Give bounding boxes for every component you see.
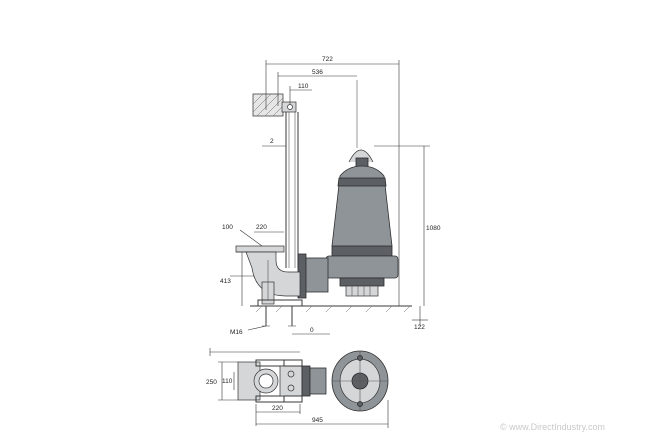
dim-2: 2 <box>270 138 274 145</box>
dimension-lines-right <box>374 145 430 326</box>
dim-536: 536 <box>312 69 323 76</box>
dimension-lines-top <box>262 60 400 306</box>
dim-110-plan: 110 <box>222 378 233 385</box>
plan-base-plate <box>237 359 327 403</box>
plan-view: 250 110 220 945 <box>206 348 389 428</box>
dim-220-side: 220 <box>256 224 267 231</box>
dim-413: 413 <box>220 278 231 285</box>
wall-bracket <box>252 93 297 117</box>
dim-1080: 1080 <box>426 225 441 232</box>
label-m16: M16 <box>230 329 243 336</box>
duckfoot-elbow <box>235 245 303 307</box>
dim-220-plan: 220 <box>272 405 283 412</box>
watermark: © www.DirectIndustry.com <box>500 422 605 432</box>
dim-122: 122 <box>414 324 425 331</box>
plan-pump <box>331 350 389 412</box>
side-elevation: 722 536 110 2 100 220 413 1080 122 M16 <box>220 56 441 336</box>
pump-body <box>297 149 399 299</box>
dimension-lines-left <box>230 229 284 306</box>
dim-0: 0 <box>310 327 314 334</box>
plan-dimension-lines <box>209 348 389 428</box>
dim-110-top: 110 <box>298 83 309 90</box>
dim-945: 945 <box>312 417 323 424</box>
dimension-lines-bottom <box>247 325 330 335</box>
floor-line <box>250 305 412 313</box>
guide-rails <box>285 112 299 268</box>
dim-250: 250 <box>206 379 217 386</box>
dim-100: 100 <box>222 224 233 231</box>
anchor-bolts <box>262 306 296 327</box>
dim-722: 722 <box>322 56 333 63</box>
